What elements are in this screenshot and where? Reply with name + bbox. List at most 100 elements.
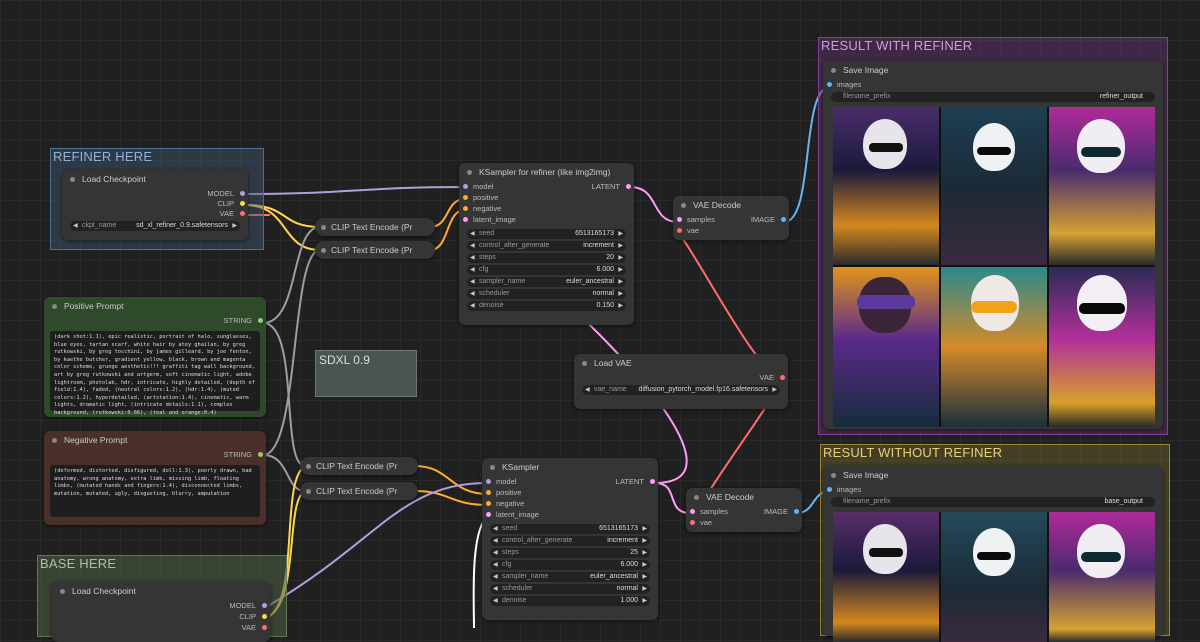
node-title: Load VAE [594, 358, 632, 368]
note-node[interactable]: SDXL 0.9 [315, 350, 417, 397]
input-negative[interactable]: negative [459, 203, 501, 214]
output-model[interactable]: MODEL [52, 600, 270, 611]
portrait-tile [1049, 512, 1155, 642]
node-title: Positive Prompt [64, 301, 124, 311]
load-checkpoint-base-node[interactable]: Load Checkpoint MODEL CLIP VAE [52, 582, 270, 642]
wire-cond-base-neg [414, 490, 489, 506]
input-positive[interactable]: positive [482, 487, 521, 498]
output-latent[interactable]: LATENT [592, 181, 634, 192]
wire-model-base [267, 482, 489, 607]
portrait-tile [833, 267, 939, 427]
output-string[interactable]: STRING [44, 315, 266, 326]
positive-prompt-textarea[interactable]: (dark shot:1.1), epic realistic, portrai… [50, 331, 260, 416]
node-title: KSampler for refiner (like img2img) [479, 167, 611, 177]
input-positive[interactable]: positive [459, 192, 498, 203]
node-title: Negative Prompt [64, 435, 128, 445]
output-clip[interactable]: CLIP [52, 611, 270, 622]
wire-model-refiner [244, 186, 466, 195]
input-images[interactable]: images [823, 79, 1163, 90]
collapse-dot-icon[interactable] [70, 177, 75, 182]
node-title: Load Checkpoint [72, 586, 136, 596]
right-arrow-icon: ▶ [232, 223, 237, 229]
ksampler-base-node[interactable]: KSampler model positive negative latent_… [482, 458, 658, 620]
input-vae[interactable]: vae [686, 517, 712, 528]
output-image[interactable]: IMAGE [764, 506, 802, 517]
wire-string-neg-2 [262, 454, 306, 492]
wire-clip-refiner-2 [244, 204, 321, 251]
vae-decode-base-node[interactable]: VAE Decode samples vae IMAGE [686, 488, 802, 532]
clip-text-encode-node[interactable]: CLIP Text Encode (Pr [300, 457, 418, 475]
result-image-grid[interactable] [833, 107, 1155, 427]
input-vae[interactable]: vae [673, 225, 699, 236]
clip-text-encode-node[interactable]: CLIP Text Encode (Pr [315, 218, 435, 236]
output-image[interactable]: IMAGE [751, 214, 789, 225]
group-title: RESULT WITHOUT REFINER [823, 445, 1003, 460]
output-model[interactable]: MODEL [62, 188, 248, 199]
input-samples[interactable]: samples [686, 506, 728, 517]
node-title: KSampler [502, 462, 540, 472]
wire-latent-ref [629, 186, 679, 223]
node-title: Load Checkpoint [82, 174, 146, 184]
wire-cond-base-pos [414, 465, 489, 495]
node-title: Save Image [843, 470, 889, 480]
wire-latent-base [654, 482, 691, 514]
group-title: REFINER HERE [53, 149, 153, 164]
output-vae[interactable]: VAE [62, 208, 248, 219]
portrait-tile [941, 267, 1047, 427]
wire-string-neg-1 [262, 249, 321, 456]
output-string[interactable]: STRING [44, 449, 266, 460]
negative-prompt-node[interactable]: Negative Prompt STRING (deformed, distor… [44, 431, 266, 525]
input-images[interactable]: images [823, 484, 1163, 495]
portrait-tile [941, 512, 1047, 642]
group-title: RESULT WITH REFINER [821, 38, 973, 53]
input-negative[interactable]: negative [482, 498, 524, 509]
vae-decode-refiner-node[interactable]: VAE Decode samples vae IMAGE [673, 196, 789, 240]
output-latent[interactable]: LATENT [616, 476, 658, 487]
portrait-tile [833, 107, 939, 265]
result-image-grid[interactable] [833, 512, 1155, 642]
clip-text-encode-node[interactable]: CLIP Text Encode (Pr [315, 241, 435, 259]
portrait-tile [1049, 267, 1155, 427]
note-title: SDXL 0.9 [319, 353, 370, 367]
load-checkpoint-refiner-node[interactable]: Load Checkpoint MODEL CLIP VAE ◀ckpt_nam… [62, 170, 248, 240]
portrait-tile [941, 107, 1047, 265]
output-clip[interactable]: CLIP [62, 198, 248, 209]
output-vae[interactable]: VAE [574, 372, 788, 383]
positive-prompt-node[interactable]: Positive Prompt STRING (dark shot:1.1), … [44, 297, 266, 417]
node-title: Save Image [843, 65, 889, 75]
wire-string-pos-1 [262, 226, 321, 324]
portrait-tile [833, 512, 939, 642]
wire-string-pos-2 [262, 322, 306, 467]
input-model[interactable]: model [459, 181, 493, 192]
ksampler-refiner-node[interactable]: KSampler for refiner (like img2img) mode… [459, 163, 634, 325]
input-latent-image[interactable]: latent_image [482, 509, 539, 520]
input-latent-image[interactable]: latent_image [459, 214, 516, 225]
negative-prompt-textarea[interactable]: (deformed, distorted, disfigured, doll:1… [50, 465, 260, 517]
clip-text-encode-node[interactable]: CLIP Text Encode (Pr [300, 482, 418, 500]
input-model[interactable]: model [482, 476, 516, 487]
wire-image-ref [783, 86, 831, 223]
left-arrow-icon: ◀ [73, 223, 78, 229]
input-samples[interactable]: samples [673, 214, 715, 225]
